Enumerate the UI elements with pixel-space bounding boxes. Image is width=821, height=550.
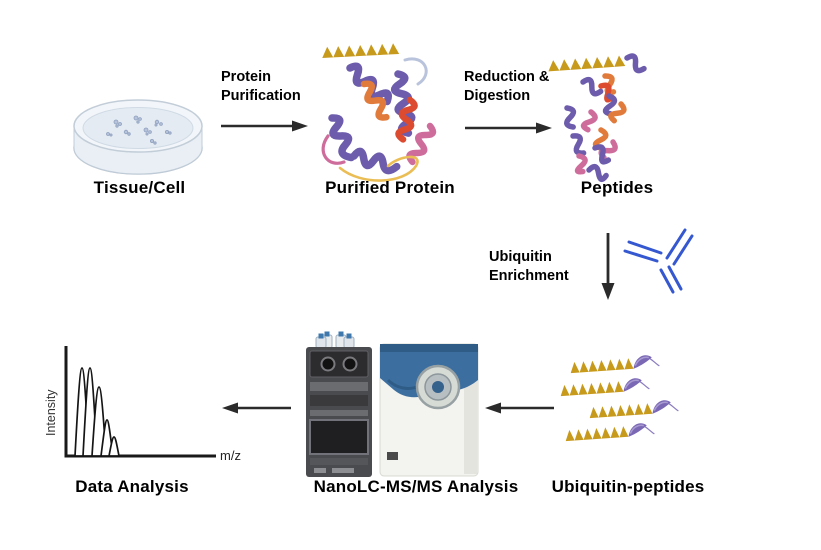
arrow-right-icon: [221, 120, 308, 132]
ubiquitin-enrichment-step-label: Ubiquitin Enrichment: [489, 249, 569, 284]
tagged-peptide-row: [565, 423, 655, 442]
peptides-illustration: [548, 53, 647, 182]
purified-protein-illustration: [321, 43, 437, 182]
tissue-cell-label: Tissue/Cell: [93, 178, 186, 197]
peptide-ribbon-icon: [633, 355, 652, 369]
mass-spectrometer-icon: [379, 343, 479, 477]
data-analysis-label: Data Analysis: [75, 477, 189, 496]
spectrum-axes: [64, 346, 216, 458]
protein-purification-step-label: Protein Purification: [221, 69, 301, 104]
ubiquitin-peptides-illustration: [552, 344, 712, 454]
spectrum-xlabel: m/z: [220, 448, 241, 463]
reduction-digestion-step-label: Reduction & Digestion: [464, 69, 550, 104]
solvent-bottles-icon: [315, 331, 355, 349]
mass-spectrum-plot: m/z Intensity: [44, 346, 241, 463]
purified-protein-label: Purified Protein: [325, 178, 455, 197]
tagged-peptide-row: [570, 355, 660, 374]
nanolc-ms-instrument-illustration: [306, 331, 479, 477]
nanolc-ms-analysis-label: NanoLC-MS/MS Analysis: [313, 477, 519, 496]
petri-dish-illustration: [73, 99, 203, 175]
arrow-left-icon: [222, 402, 291, 414]
ubiquitin-triangles-icon: [322, 43, 400, 58]
arrow-left-icon: [485, 402, 554, 414]
cell-colonies-icon: [106, 115, 172, 145]
arrow-right-icon: [465, 122, 552, 134]
antibody-y-icon: [623, 228, 694, 294]
peptide-fragments-icon: [564, 53, 647, 182]
ubiquitin-triangles-icon: [548, 55, 626, 72]
protein-ribbon-icon: [321, 57, 437, 182]
tagged-peptide-row: [560, 378, 650, 397]
spectrum-peaks-icon: [74, 367, 121, 457]
arrow-down-icon: [601, 233, 615, 300]
spectrum-ylabel: Intensity: [44, 389, 58, 436]
nanolc-stack-icon: [306, 347, 372, 477]
ubiquitin-peptides-label: Ubiquitin-peptides: [551, 477, 705, 496]
peptides-label: Peptides: [580, 178, 654, 197]
tagged-peptide-row: [589, 400, 679, 419]
